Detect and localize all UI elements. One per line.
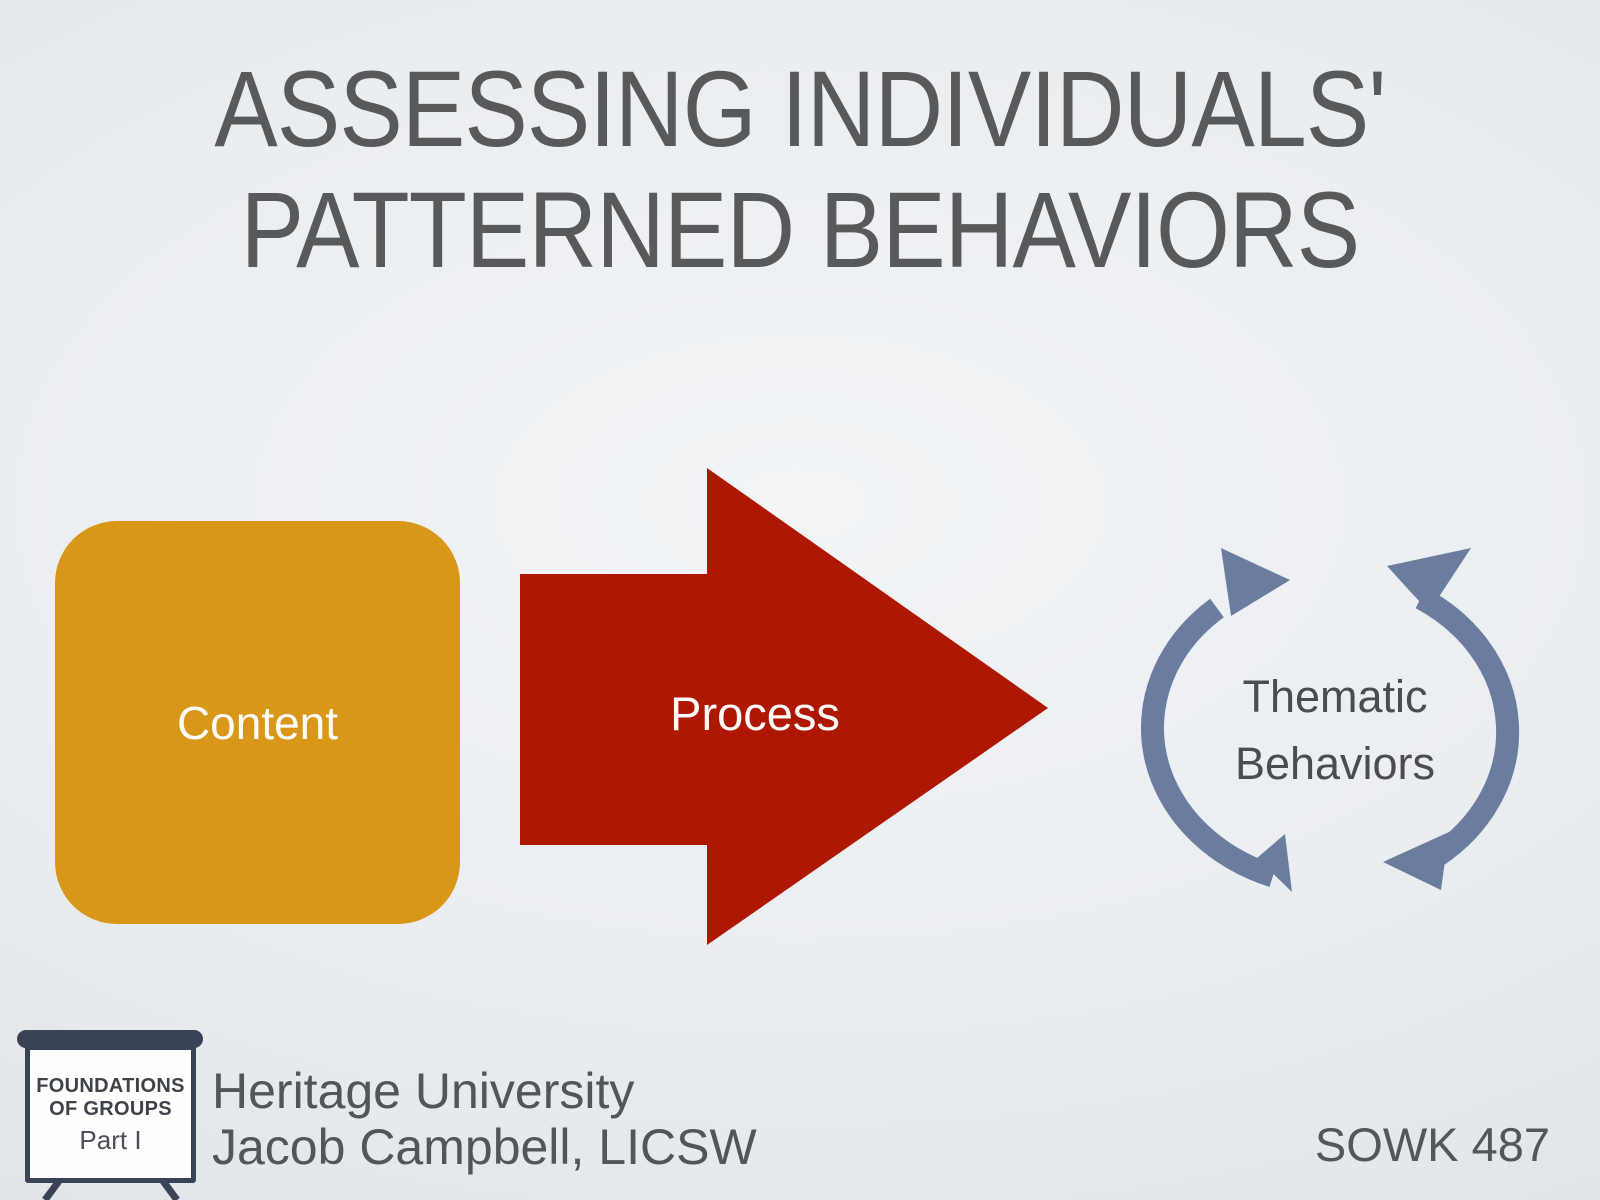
cycle-right-arrowhead — [1383, 832, 1449, 890]
badge-part-label: Part I — [79, 1124, 142, 1155]
easel-top-bar — [17, 1030, 203, 1048]
page-title: ASSESSING INDIVIDUALS' PATTERNED BEHAVIO… — [96, 48, 1504, 290]
title-line-1: ASSESSING INDIVIDUALS' — [214, 48, 1386, 169]
easel-legs — [42, 1181, 180, 1200]
affiliation: Heritage University Jacob Campbell, LICS… — [212, 1063, 757, 1175]
badge-line-2: OF GROUPS — [49, 1097, 172, 1120]
affiliation-line-2: Jacob Campbell, LICSW — [212, 1119, 757, 1175]
cycle-right-tail — [1387, 548, 1471, 612]
cycle-arrows-icon — [1140, 548, 1520, 892]
easel-icon: FOUNDATIONS OF GROUPS Part I — [25, 1045, 196, 1183]
affiliation-line-1: Heritage University — [212, 1063, 635, 1119]
cycle-left-tail — [1257, 834, 1292, 892]
badge-line-1: FOUNDATIONS — [36, 1075, 185, 1098]
easel-right-leg — [160, 1181, 180, 1200]
course-label: SOWK 487 — [1314, 1118, 1550, 1171]
cycle-left-arc — [1140, 598, 1277, 887]
easel-left-leg — [42, 1181, 62, 1200]
title-line-2: PATTERNED BEHAVIORS — [240, 169, 1361, 290]
cycle-left-arrowhead — [1221, 548, 1290, 616]
process-arrow-icon — [520, 468, 1048, 945]
process-arrow-shape — [520, 468, 1048, 945]
cycle-right-arc — [1415, 587, 1520, 866]
content-box — [55, 521, 460, 924]
content-box-shape — [55, 521, 460, 924]
